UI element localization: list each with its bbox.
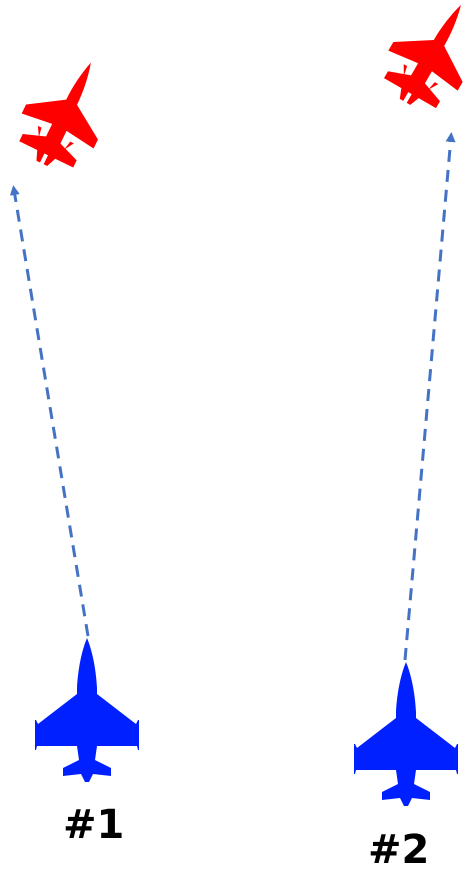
aircraft-label-1: #1 <box>63 805 124 845</box>
track-line-1 <box>14 190 88 636</box>
friendly-fighter-jet-icon <box>354 662 458 806</box>
enemy-fighter-jet-icon <box>6 45 127 181</box>
aircraft-label-2: #2 <box>368 830 429 870</box>
track-line-2 <box>405 137 451 660</box>
friendly-fighter-jet-icon <box>35 638 139 782</box>
enemy-fighter-jet-icon <box>370 0 473 122</box>
